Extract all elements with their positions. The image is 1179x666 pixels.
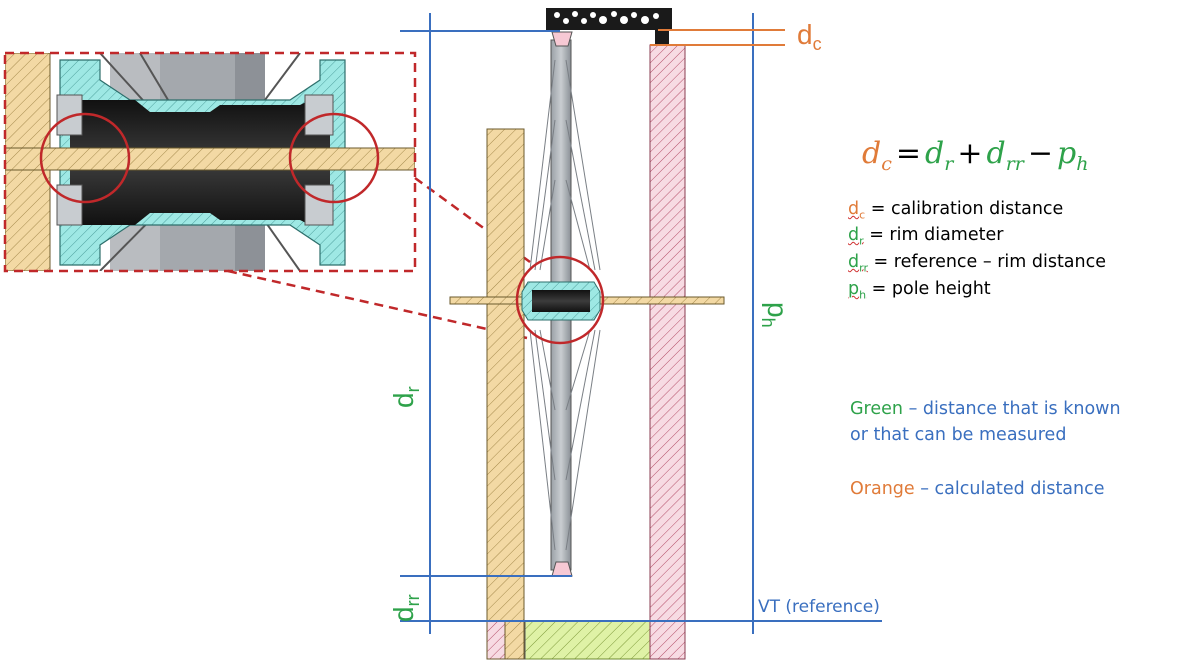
ph-label: ph [758,302,793,328]
rim-top-end [551,31,573,47]
legend-dr: dr = rim diameter [848,225,1004,248]
zoom-connector-bottom [227,269,528,340]
dr-label: dr [388,386,423,408]
note-green-line1: Green – distance that is known [850,399,1121,419]
wood-post-foot [486,620,506,660]
formula-plus: + [957,136,983,171]
pink-post [649,44,686,660]
note-green-word: Green [850,399,903,419]
formula-term-dr: dr [925,136,954,175]
formula-equals: = [895,136,922,171]
calibration-formula: dc=dr+drr−ph [862,136,1088,175]
legend-dc: dc = calibration distance [848,199,1064,222]
rim-bottom-end [551,561,573,577]
note-orange-word: Orange [850,479,915,499]
note-green-line2: or that can be measured [850,425,1067,445]
vt-reference-label: VT (reference) [758,597,880,617]
formula-minus: − [1027,136,1053,171]
formula-term-ph: ph [1057,136,1089,175]
formula-lhs: dc [862,136,892,175]
drr-label: drr [388,594,423,622]
dc-label: dc [797,19,822,54]
calibration-bar-holes [554,11,659,24]
legend-drr: drr = reference – rim distance [848,252,1107,275]
zoom-highlight-right [288,112,380,204]
hub-highlight-circle [515,255,605,345]
zoom-connector-top [414,176,531,264]
wheel-spokes [529,59,601,551]
legend-ph: ph = pole height [848,279,991,302]
wood-post [486,128,525,660]
zoom-inset-frame [3,51,417,273]
formula-term-drr: drr [986,136,1024,175]
note-orange: Orange – calculated distance [850,479,1105,499]
calibration-probe [655,30,669,44]
zoom-highlight-left [39,112,131,204]
zoom-inset [5,53,415,271]
main-hub-axle [532,290,590,312]
base-block [523,620,653,660]
